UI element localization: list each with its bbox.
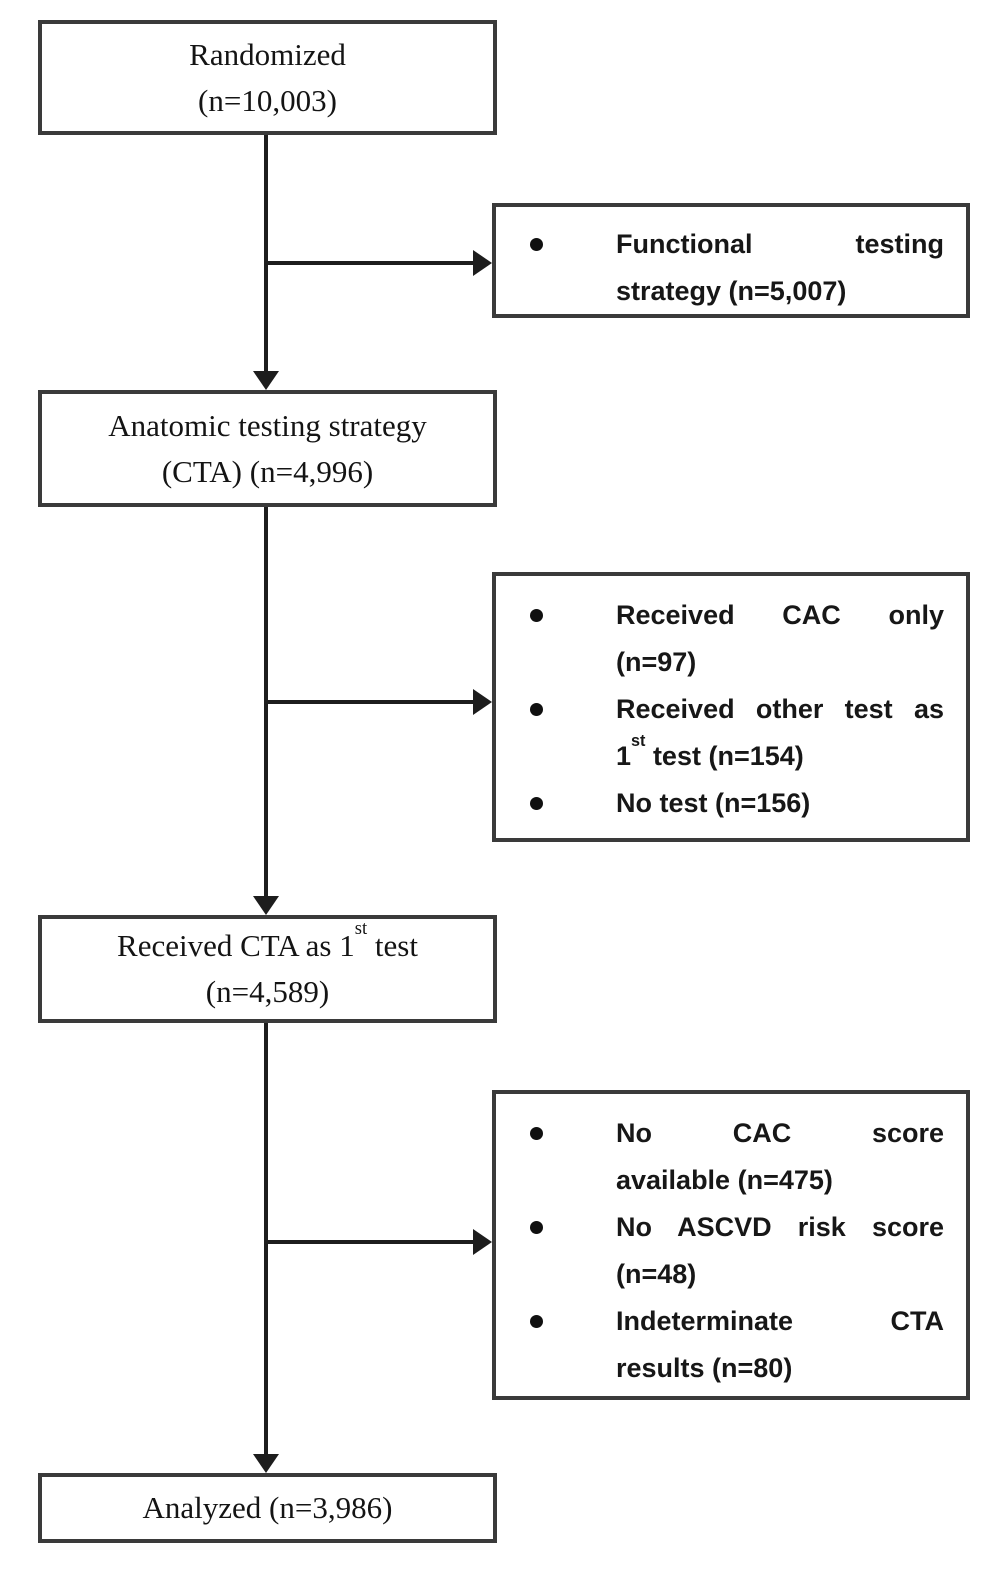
box-analysis-exclusions: No CAC score available (n=475) No ASCVD … xyxy=(492,1090,970,1400)
excl-received-cac-line2: (n=97) xyxy=(616,647,697,677)
arrowhead-right-icon xyxy=(473,250,492,276)
box-randomized: Randomized (n=10,003) xyxy=(38,20,497,135)
flow-line-branch-cta-exclusions xyxy=(266,700,478,704)
arrowhead-down-icon xyxy=(253,1454,279,1473)
excl-no-ascvd-line2: (n=48) xyxy=(616,1259,697,1289)
excl-received-cac-line1: Received CAC only xyxy=(616,600,944,630)
excl-other-test-line1: Received other test as xyxy=(616,694,944,724)
flow-line-branch-analysis-exclusions xyxy=(266,1240,478,1244)
box-anatomic-line2: (CTA) (n=4,996) xyxy=(161,453,374,489)
box-received-cta-line1: Received CTA as 1st test xyxy=(42,920,493,969)
arrowhead-down-icon xyxy=(253,896,279,915)
list-item: Functional testing strategy (n=5,007) xyxy=(496,221,944,315)
arrowhead-down-icon xyxy=(253,371,279,390)
list-item: Indeterminate CTA results (n=80) xyxy=(496,1298,944,1392)
text-segment: test (n=154) xyxy=(645,741,804,771)
box-anatomic-line1: Anatomic testing strategy xyxy=(108,407,427,443)
list-item: Received other test as 1st test (n=154) xyxy=(496,686,944,780)
text-segment: 1 xyxy=(616,741,632,771)
excl-indeterminate-line1: Indeterminate CTA xyxy=(616,1306,944,1336)
ordinal-superscript: st xyxy=(354,918,368,940)
bullet-icon xyxy=(530,703,543,716)
ordinal-superscript: st xyxy=(631,732,646,751)
arrowhead-right-icon xyxy=(473,689,492,715)
arrowhead-right-icon xyxy=(473,1229,492,1255)
flow-line-branch-functional xyxy=(266,261,478,265)
excl-indeterminate-line2: results (n=80) xyxy=(616,1353,793,1383)
bullet-icon xyxy=(530,797,543,810)
box-received-cta-line2: (n=4,589) xyxy=(205,974,330,1009)
excl-no-cac-line2: available (n=475) xyxy=(616,1165,833,1195)
functional-line1: Functional testing xyxy=(616,229,944,259)
box-cta-strategy-exclusions: Received CAC only (n=97) Received other … xyxy=(492,572,970,842)
box-functional-testing-strategy: Functional testing strategy (n=5,007) xyxy=(492,203,970,318)
box-received-cta-first-test: Received CTA as 1st test (n=4,589) xyxy=(38,915,497,1023)
bullet-icon xyxy=(530,1221,543,1234)
bullet-icon xyxy=(530,238,543,251)
excl-no-cac-line1: No CAC score xyxy=(616,1118,944,1148)
box-anatomic-testing-strategy: Anatomic testing strategy (CTA) (n=4,996… xyxy=(38,390,497,507)
bullet-icon xyxy=(530,609,543,622)
box-randomized-line2: (n=10,003) xyxy=(198,82,337,118)
box-analyzed: Analyzed (n=3,986) xyxy=(38,1473,497,1543)
text-segment: test xyxy=(367,928,418,963)
flow-line-randomized-to-anatomic xyxy=(264,135,268,373)
functional-line2: strategy (n=5,007) xyxy=(616,276,847,306)
box-randomized-line1: Randomized xyxy=(189,36,346,72)
excl-no-ascvd-line1: No ASCVD risk score xyxy=(616,1212,944,1242)
list-item: No CAC score available (n=475) xyxy=(496,1110,944,1204)
bullet-icon xyxy=(530,1315,543,1328)
text-segment: Received CTA as 1 xyxy=(117,928,355,963)
bullet-icon xyxy=(530,1127,543,1140)
excl-other-test-line2: 1st test (n=154) xyxy=(616,733,944,780)
list-item: No ASCVD risk score (n=48) xyxy=(496,1204,944,1298)
list-item: Received CAC only (n=97) xyxy=(496,592,944,686)
list-item: No test (n=156) xyxy=(496,780,944,827)
excl-no-test-line1: No test (n=156) xyxy=(616,788,811,818)
box-analyzed-line1: Analyzed (n=3,986) xyxy=(142,1490,393,1525)
